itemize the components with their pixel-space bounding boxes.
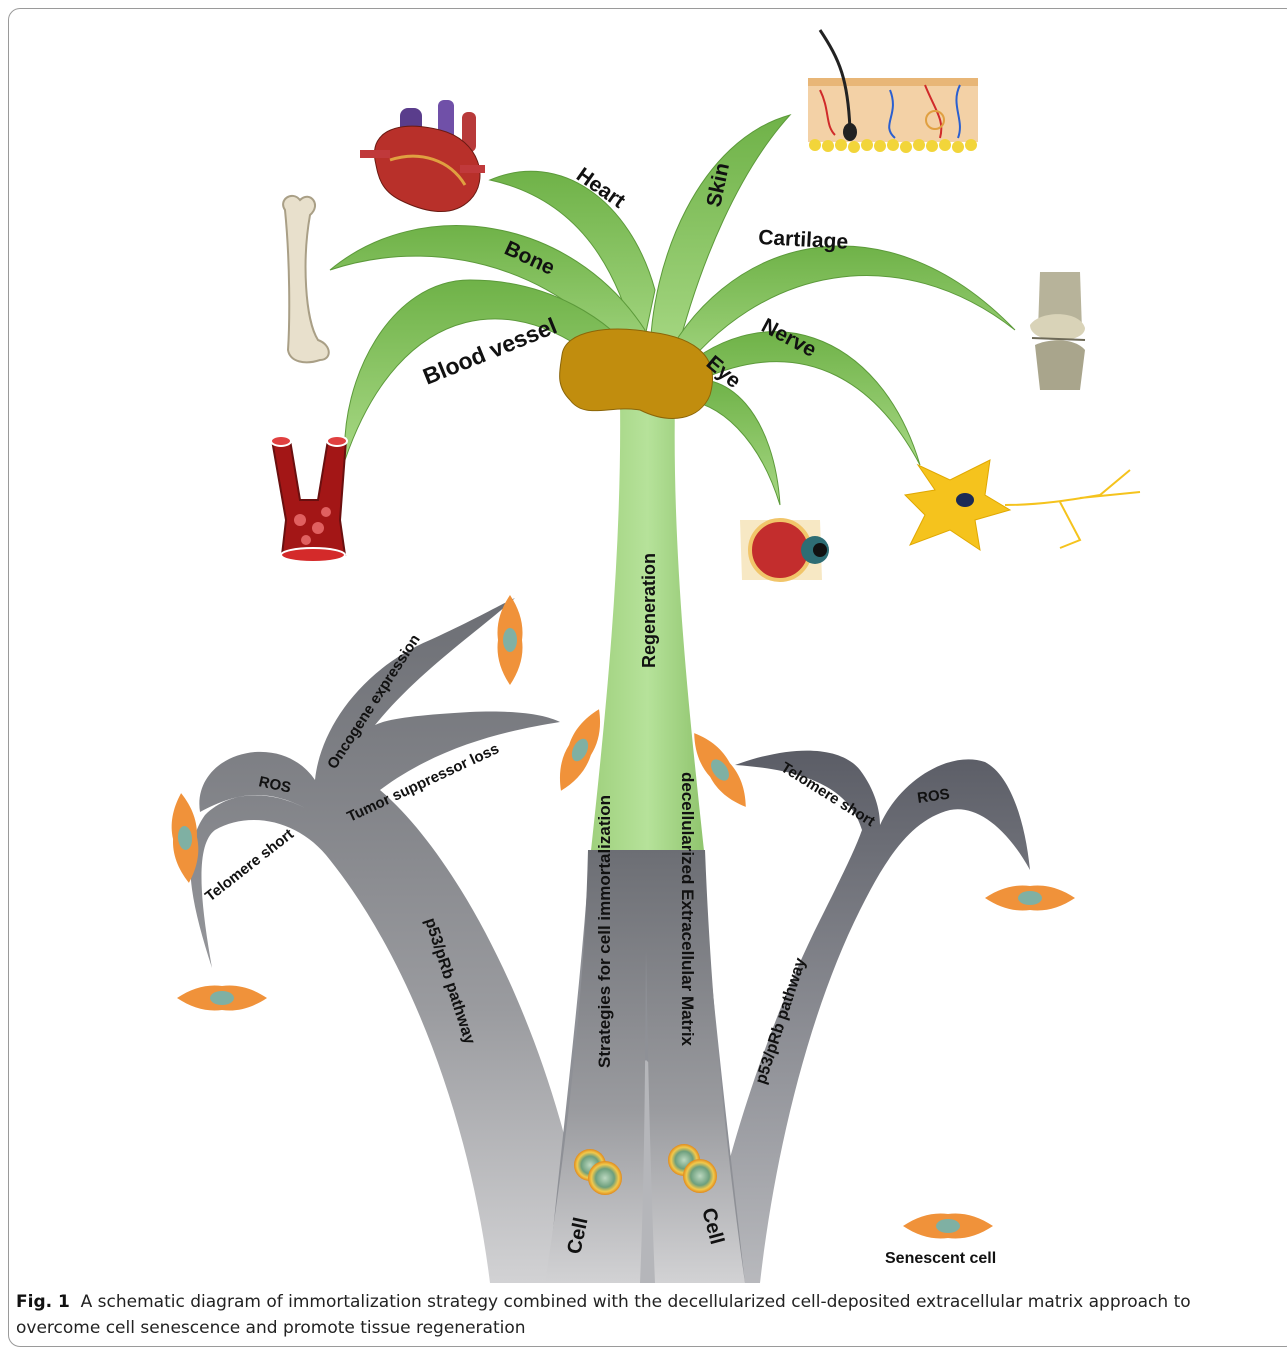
heart-icon bbox=[360, 100, 485, 212]
neuron-icon bbox=[905, 460, 1140, 550]
label-cartilage: Cartilage bbox=[758, 226, 849, 254]
senescent-cell-legend-icon bbox=[903, 1214, 993, 1239]
eye-icon bbox=[740, 520, 829, 580]
skin-icon bbox=[808, 30, 978, 153]
label-strategies: Strategies for cell immortalization bbox=[595, 795, 614, 1068]
legend-senescent-label: Senescent cell bbox=[885, 1250, 996, 1267]
central-trunk bbox=[545, 400, 745, 1283]
tree-diagram: Heart Skin Bone Cartilage Blood vessel N… bbox=[0, 0, 1287, 1290]
caption-text: A schematic diagram of immortalization s… bbox=[16, 1292, 1191, 1338]
senescent-cell-5 bbox=[177, 986, 267, 1011]
blood-vessel-icon bbox=[271, 436, 347, 562]
label-ecm: decellularized Extracellular Matrix bbox=[678, 772, 697, 1047]
figure-caption: Fig. 1 A schematic diagram of immortaliz… bbox=[16, 1289, 1266, 1341]
label-regeneration: Regeneration bbox=[639, 553, 659, 668]
caption-label: Fig. 1 bbox=[16, 1292, 70, 1312]
bone-icon bbox=[283, 196, 329, 362]
right-gray-branches bbox=[700, 751, 1030, 1283]
crown-core bbox=[560, 329, 713, 418]
senescent-cell-6 bbox=[985, 886, 1075, 911]
left-gray-branches bbox=[190, 598, 590, 1283]
label-telomere-left: Telomere short bbox=[202, 826, 297, 905]
knee-joint-icon bbox=[1030, 272, 1085, 390]
